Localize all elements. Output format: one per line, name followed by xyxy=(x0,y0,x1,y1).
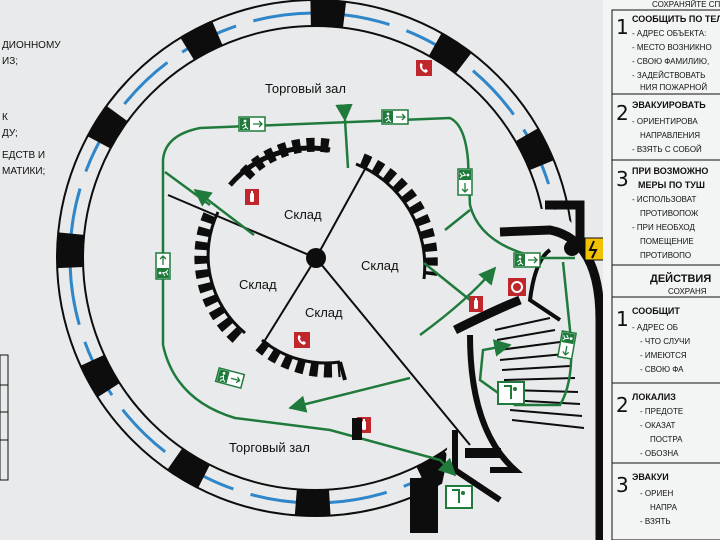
instructions-panel: СОХРАНЯЙТЕ СП 1 СООБЩИТЬ ПО ТЕЛ - АДРЕС … xyxy=(603,0,720,540)
high-voltage-icon xyxy=(564,237,608,261)
svg-text:- МЕСТО ВОЗНИКНО: - МЕСТО ВОЗНИКНО xyxy=(632,43,712,52)
svg-text:ПОМЕЩЕНИЕ: ПОМЕЩЕНИЕ xyxy=(640,237,694,246)
svg-text:- СВОЮ ФАМИЛИЮ,: - СВОЮ ФАМИЛИЮ, xyxy=(632,57,709,66)
svg-text:- ОРИЕНТИРОВА: - ОРИЕНТИРОВА xyxy=(632,117,698,126)
phone-icon xyxy=(294,332,310,348)
svg-text:- СВОЮ ФА: - СВОЮ ФА xyxy=(640,365,684,374)
left-note-line: К xyxy=(2,112,8,123)
room-label-storage: Склад xyxy=(305,305,343,320)
fire-extinguisher-icon xyxy=(245,189,259,205)
svg-text:- ИМЕЮТСЯ: - ИМЕЮТСЯ xyxy=(640,351,687,360)
svg-text:- ЗАДЕЙСТВОВАТЬ: - ЗАДЕЙСТВОВАТЬ xyxy=(632,71,705,80)
left-notes: ДИОННОМУ ИЗ; К ДУ; ЕДСТВ И МАТИКИ; xyxy=(2,40,61,177)
step-number: 1 xyxy=(616,15,629,39)
step-title: СООБЩИТЬ ПО ТЕЛ xyxy=(632,14,720,24)
exit-sign-icon xyxy=(155,252,171,280)
svg-text:МЕРЫ ПО ТУШ: МЕРЫ ПО ТУШ xyxy=(638,180,705,190)
svg-text:ПРОТИВОПОЖ: ПРОТИВОПОЖ xyxy=(640,209,699,218)
step-number: 1 xyxy=(616,307,629,331)
svg-text:НИЯ ПОЖАРНОЙ: НИЯ ПОЖАРНОЙ xyxy=(640,83,707,92)
panel-top-text: СОХРАНЯЙТЕ СП xyxy=(652,0,720,9)
svg-text:ПРОТИВОПО: ПРОТИВОПО xyxy=(640,251,691,260)
svg-text:ПОСТРА: ПОСТРА xyxy=(650,435,683,444)
exit-sign-icon xyxy=(497,381,525,405)
step-title: ЭВАКУИ xyxy=(632,472,669,482)
evac-routes xyxy=(161,103,575,477)
fire-alarm-icon xyxy=(508,278,526,296)
step-title: ЛОКАЛИЗ xyxy=(632,392,676,402)
left-legend-box xyxy=(0,354,9,481)
svg-text:НАПРА: НАПРА xyxy=(650,503,678,512)
left-note-line: ДИОННОМУ xyxy=(2,40,61,51)
phone-icon xyxy=(416,60,432,76)
svg-text:- ИСПОЛЬЗОВАТ: - ИСПОЛЬЗОВАТ xyxy=(632,195,696,204)
exit-sign-icon xyxy=(381,109,409,125)
room-label-trade-hall: Торговый зал xyxy=(265,81,346,96)
svg-text:- ОБОЗНА: - ОБОЗНА xyxy=(640,449,679,458)
step-number: 3 xyxy=(616,473,629,497)
step-number: 2 xyxy=(616,101,629,125)
step-title: ЭВАКУИРОВАТЬ xyxy=(632,100,706,110)
step-title: ПРИ ВОЗМОЖНО xyxy=(632,166,708,176)
exit-sign-icon xyxy=(445,485,473,509)
room-label-storage: Склад xyxy=(239,277,277,292)
svg-text:- АДРЕС ОБ: - АДРЕС ОБ xyxy=(632,323,678,332)
svg-text:- ОРИЕН: - ОРИЕН xyxy=(640,489,674,498)
svg-text:- ВЗЯТЬ: - ВЗЯТЬ xyxy=(640,517,671,526)
storage-ring xyxy=(167,137,471,446)
fire-extinguisher-icon xyxy=(469,296,483,312)
room-label-storage: Склад xyxy=(361,258,399,273)
step-number: 2 xyxy=(616,393,629,417)
room-label-trade-hall: Торговый зал xyxy=(229,440,310,455)
panel-header: ДЕЙСТВИЯ xyxy=(650,272,711,285)
svg-text:- АДРЕС ОБЪЕКТА:: - АДРЕС ОБЪЕКТА: xyxy=(632,29,706,38)
svg-text:НАПРАВЛЕНИЯ: НАПРАВЛЕНИЯ xyxy=(640,131,700,140)
svg-text:- ЧТО СЛУЧИ: - ЧТО СЛУЧИ xyxy=(640,337,690,346)
svg-text:СОХРАНЯ: СОХРАНЯ xyxy=(668,287,707,296)
room-label-storage: Склад xyxy=(284,207,322,222)
step-number: 3 xyxy=(616,167,629,191)
central-column xyxy=(306,248,326,268)
exit-sign-icon xyxy=(513,252,541,268)
left-note-line: ИЗ; xyxy=(2,56,18,67)
svg-text:- ВЗЯТЬ С СОБОЙ: - ВЗЯТЬ С СОБОЙ xyxy=(632,145,702,154)
svg-text:- ПРЕДОТЕ: - ПРЕДОТЕ xyxy=(640,407,683,416)
left-note-line: ЕДСТВ И xyxy=(2,150,45,161)
left-note-line: ДУ; xyxy=(2,128,18,139)
svg-text:- ОКАЗАТ: - ОКАЗАТ xyxy=(640,421,676,430)
exit-sign-icon xyxy=(457,168,473,196)
exit-sign-icon xyxy=(238,116,266,132)
step-title: СООБЩИТ xyxy=(632,306,680,316)
svg-text:- ПРИ НЕОБХОД: - ПРИ НЕОБХОД xyxy=(632,223,695,232)
left-note-line: МАТИКИ; xyxy=(2,166,45,177)
